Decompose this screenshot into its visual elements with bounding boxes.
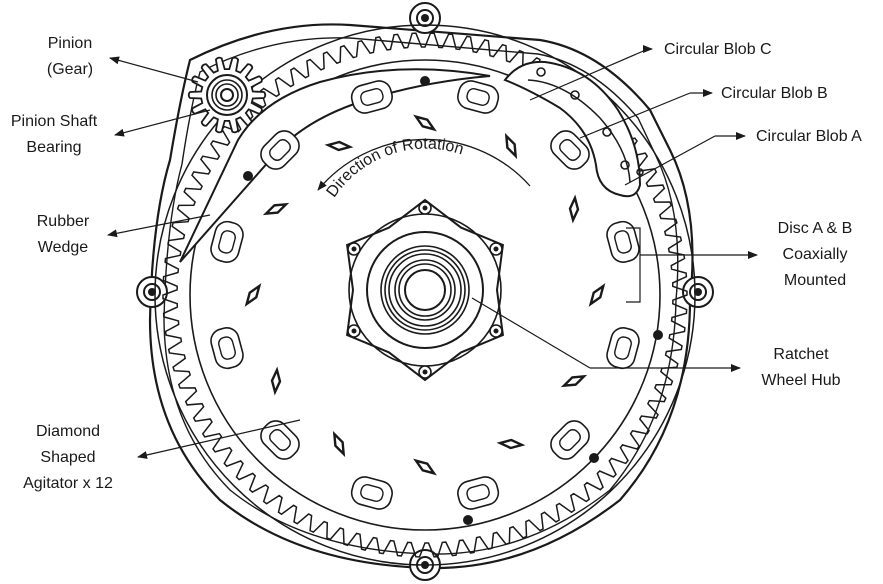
diamond-agitator [560, 374, 588, 388]
mount-lug-top [409, 2, 441, 34]
diamond-agitator [504, 132, 518, 160]
disc-slot [606, 220, 640, 263]
label-pinion-line1: Pinion [47, 35, 93, 52]
inner-housing-rim [163, 37, 679, 555]
rotation-arrow [317, 138, 531, 191]
disc-slot [210, 327, 244, 370]
disc-slot [260, 130, 300, 170]
disc-slot [606, 327, 640, 370]
diamond-agitator [496, 438, 526, 450]
disc-outline [189, 59, 661, 531]
label-blob-c: Circular Blob C [664, 41, 772, 58]
label-bearing-line1: Pinion Shaft [10, 113, 98, 130]
diamond-agitator [244, 283, 262, 307]
disc-slot [210, 220, 244, 263]
pinion-shaft-bearing [206, 74, 248, 116]
disc-slot [457, 476, 500, 510]
ring-gear-outer [154, 24, 696, 566]
label-diamond-agitator: Diamond Shaped Agitator x 12 [6, 419, 130, 497]
diamond-agitators [244, 114, 606, 476]
label-agitator-line1: Diamond [35, 423, 101, 440]
disc-slot [550, 130, 590, 170]
label-agitator-line2: Shaped [40, 449, 96, 466]
diamond-agitator [332, 430, 346, 458]
label-rubber-wedge: Rubber Wedge [18, 209, 108, 261]
label-pinion-shaft-bearing: Pinion Shaft Bearing [0, 109, 110, 161]
disc-slot [260, 420, 300, 460]
label-hub-line1: Ratchet [773, 346, 829, 363]
diamond-agitator [568, 194, 580, 224]
label-blob-a: Circular Blob A [756, 128, 862, 145]
label-disc-line3: Mounted [783, 272, 847, 289]
rim-pins [243, 171, 663, 525]
diamond-agitator [413, 114, 437, 132]
disc-slot [550, 420, 590, 460]
label-wedge-line2: Wedge [37, 239, 89, 256]
disc-slot [350, 476, 393, 510]
wedge-pin [420, 76, 430, 86]
label-wedge-line1: Rubber [36, 213, 90, 230]
label-pinion: Pinion (Gear) [30, 31, 110, 83]
mount-lug-left [136, 276, 168, 308]
label-disc-line1: Disc A & B [777, 220, 853, 237]
diamond-agitator [270, 366, 282, 396]
diamond-agitator [413, 458, 437, 476]
diamond-agitator [588, 283, 606, 307]
blob-assembly [503, 60, 644, 198]
label-disc-ab: Disc A & B Coaxially Mounted [762, 216, 868, 294]
label-agitator-line3: Agitator x 12 [23, 475, 113, 492]
disc-slot [457, 80, 500, 114]
ratchet-wheel-hub [346, 198, 504, 382]
diamond-agitator [324, 140, 354, 152]
mount-lug-right [682, 276, 714, 308]
rubber-wedge [179, 68, 491, 263]
disc-slots [210, 80, 640, 510]
label-hub-line2: Wheel Hub [761, 372, 841, 389]
label-bearing-line2: Bearing [26, 139, 82, 156]
label-ratchet-hub: Ratchet Wheel Hub [746, 342, 856, 394]
label-pinion-line2: (Gear) [46, 61, 94, 78]
label-blob-b: Circular Blob B [721, 85, 828, 102]
disc-slot [350, 80, 393, 114]
leader-lines [107, 45, 758, 459]
diamond-agitator [262, 202, 290, 216]
label-disc-line2: Coaxially [782, 246, 848, 263]
